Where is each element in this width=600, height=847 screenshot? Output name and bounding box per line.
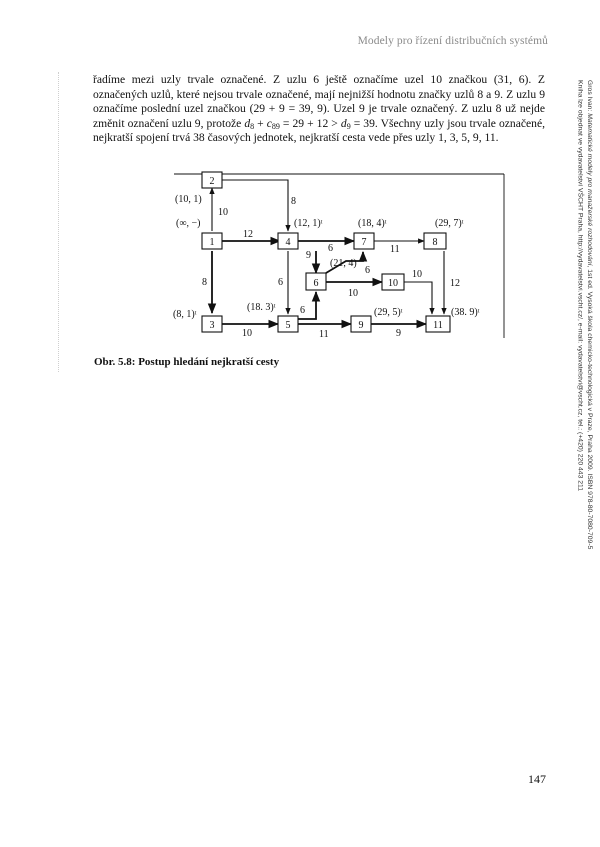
body-paragraph: řadíme mezi uzly trvale označené. Z uzlu… bbox=[93, 73, 545, 145]
node-4-number: 4 bbox=[286, 237, 291, 248]
label-node-9: (29, 5)ᵗ bbox=[374, 307, 403, 318]
network-graph: 10 12 8 8 6 9 6 6 6 10 11 12 10 10 11 9 … bbox=[173, 171, 505, 340]
edge-6-7 bbox=[325, 250, 368, 274]
figure-shortest-path: 10 12 8 8 6 9 6 6 6 10 11 12 10 10 11 9 … bbox=[168, 166, 508, 351]
node-1-number: 1 bbox=[210, 237, 215, 248]
node-5-number: 5 bbox=[286, 320, 291, 331]
label-node-5: (18. 3)ᵗ bbox=[247, 302, 276, 313]
node-6-number: 6 bbox=[314, 278, 319, 289]
weight-10-11: 10 bbox=[412, 269, 422, 280]
page-number: 147 bbox=[528, 772, 546, 786]
node-10: 10 bbox=[381, 273, 405, 291]
label-node-11: (38. 9)ᵗ bbox=[451, 307, 480, 318]
edge-5-6 bbox=[298, 290, 321, 320]
weight-6-7: 6 bbox=[365, 265, 370, 276]
weight-1-3: 8 bbox=[202, 277, 207, 288]
node-11: 11 bbox=[425, 315, 451, 333]
side-note-line-1: Gros Ivan: Matematické modely pro manaže… bbox=[586, 80, 593, 550]
node-8-number: 8 bbox=[433, 237, 438, 248]
side-publication-note: Gros Ivan: Matematické modely pro manaže… bbox=[570, 80, 594, 730]
node-1: 1 bbox=[201, 232, 223, 250]
weight-1-4: 12 bbox=[243, 229, 253, 240]
label-node-2: (10, 1) bbox=[175, 194, 202, 205]
weight-9-11: 9 bbox=[396, 328, 401, 339]
node-9-number: 9 bbox=[359, 320, 364, 331]
node-7-number: 7 bbox=[362, 237, 367, 248]
node-2-number: 2 bbox=[210, 176, 215, 187]
edge-10-11 bbox=[402, 281, 435, 315]
weight-5-9: 11 bbox=[319, 329, 329, 340]
weight-5-6: 6 bbox=[300, 305, 305, 316]
weight-1-2: 10 bbox=[218, 207, 228, 218]
node-8: 8 bbox=[423, 232, 447, 250]
weight-6-10: 10 bbox=[348, 288, 358, 299]
weight-4-7: 6 bbox=[328, 243, 333, 254]
node-6: 6 bbox=[305, 272, 327, 291]
label-node-4: (12, 1)ᵗ bbox=[294, 218, 323, 229]
node-3-number: 3 bbox=[210, 320, 215, 331]
node-7: 7 bbox=[353, 232, 375, 250]
body-text: řadíme mezi uzly trvale označené. Z uzlu… bbox=[93, 73, 545, 146]
node-11-number: 11 bbox=[433, 320, 443, 331]
node-2: 2 bbox=[201, 171, 223, 189]
running-header: Modely pro řízení distribučních systémů bbox=[357, 35, 548, 47]
weight-3-5: 10 bbox=[242, 328, 252, 339]
node-10-number: 10 bbox=[388, 278, 398, 289]
node-3: 3 bbox=[201, 315, 223, 333]
node-5: 5 bbox=[277, 315, 299, 333]
label-node-7: (18, 4)ᵗ bbox=[358, 218, 387, 229]
weight-7-8: 11 bbox=[390, 244, 400, 255]
weight-4-6: 9 bbox=[306, 250, 311, 261]
label-node-1: (∞, −) bbox=[176, 218, 200, 229]
side-note-line-2: Kniha lze objednat ve vydavatelství VŠCH… bbox=[576, 80, 584, 492]
label-node-6: (21, 4) bbox=[330, 258, 357, 269]
node-4: 4 bbox=[277, 232, 299, 250]
weight-2-4: 8 bbox=[291, 196, 296, 207]
figure-caption: Obr. 5.8: Postup hledání nejkratší cesty bbox=[94, 356, 280, 368]
weight-8-11: 12 bbox=[450, 278, 460, 289]
node-9: 9 bbox=[350, 315, 372, 333]
margin-dotted-line bbox=[58, 72, 59, 372]
label-node-3: (8, 1)ᵗ bbox=[173, 309, 197, 320]
label-node-8: (29, 7)ᵗ bbox=[435, 218, 464, 229]
weight-4-5: 6 bbox=[278, 277, 283, 288]
edge-2-4 bbox=[222, 179, 291, 232]
